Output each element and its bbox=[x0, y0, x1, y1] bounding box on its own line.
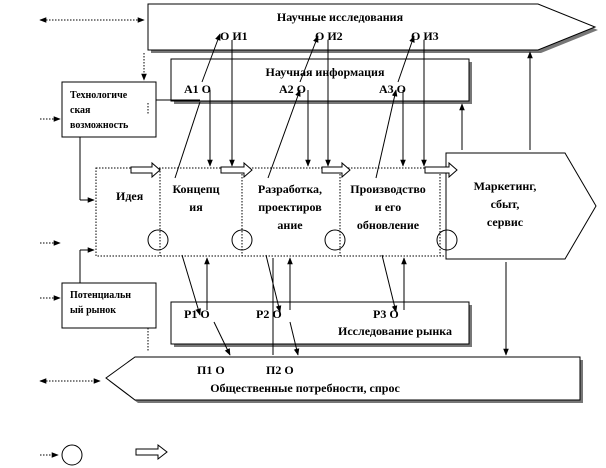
market-code-p2: P2 O bbox=[256, 307, 282, 321]
stage-marketing-1: Маркетинг, bbox=[474, 179, 537, 193]
feedback-circle-3 bbox=[324, 229, 346, 251]
stage-idea: Идея bbox=[116, 189, 144, 203]
feedback-circle-4 bbox=[436, 229, 458, 251]
bottom-band-social-needs: Общественные потребности, спрос bbox=[105, 356, 583, 403]
potential-market-box: Потенциальн ый рынок bbox=[61, 282, 157, 329]
info-code-a3: A3 O bbox=[379, 82, 406, 96]
left-input-arrows bbox=[40, 116, 61, 301]
stage-marketing-2: сбыт, bbox=[491, 197, 520, 211]
market-line-2: ый рынок bbox=[70, 305, 116, 316]
stage-concept-2: ия bbox=[189, 200, 203, 214]
stage-production-1: Производство bbox=[350, 182, 426, 196]
feedback-circle-2 bbox=[231, 229, 253, 251]
market-code-p1: P1 O bbox=[184, 307, 210, 321]
research-code-3: O И3 bbox=[411, 29, 439, 43]
market-line-1: Потенциальн bbox=[70, 290, 131, 301]
tech-line-3: возможность bbox=[70, 120, 129, 131]
flow-arrow-1 bbox=[130, 161, 161, 179]
flow-arrow-2 bbox=[220, 161, 253, 179]
feedback-circles bbox=[147, 229, 458, 251]
stage-production-3: обновление bbox=[357, 218, 420, 232]
info-code-a2: A2 O bbox=[279, 82, 306, 96]
stage-concept-1: Концепц bbox=[172, 182, 219, 196]
tech-line-1: Технологиче bbox=[70, 90, 128, 101]
bottom-band-label: Общественные потребности, спрос bbox=[210, 381, 400, 395]
market-research-box: P1 O P2 O P3 O Исследование рынка bbox=[170, 301, 472, 347]
connections bbox=[79, 33, 533, 356]
legend-flow-arrow bbox=[135, 443, 168, 461]
flow-arrows bbox=[130, 161, 458, 179]
need-code-2: П2 O bbox=[266, 363, 294, 377]
info-code-a1: A1 O bbox=[184, 82, 211, 96]
scientific-information-title: Научная информация bbox=[266, 65, 385, 79]
feedback-circle-1 bbox=[147, 229, 169, 251]
research-code-1: O И1 bbox=[220, 29, 248, 43]
tech-possibility-box: Технологиче ская возможность bbox=[61, 81, 157, 138]
scientific-information-box: Научная информация A1 O A2 O A3 O bbox=[170, 58, 472, 104]
stage-marketing-3: сервис bbox=[487, 215, 524, 229]
top-band-scientific-research: Научные исследования bbox=[147, 3, 598, 53]
need-code-1: П1 O bbox=[197, 363, 225, 377]
tech-line-2: ская bbox=[70, 105, 91, 116]
top-band-label: Научные исследования bbox=[277, 10, 404, 24]
research-code-2: O И2 bbox=[315, 29, 343, 43]
stage-development-3: ание bbox=[277, 218, 303, 232]
flow-arrow-4 bbox=[424, 161, 458, 179]
legend-feedback-circle bbox=[61, 444, 83, 466]
stage-development-2: проектиров bbox=[258, 200, 322, 214]
market-research-title: Исследование рынка bbox=[338, 324, 452, 338]
flow-arrow-3 bbox=[321, 161, 351, 179]
stage-marketing-box: Маркетинг, сбыт, сервис bbox=[445, 152, 597, 260]
stage-development-1: Разработка, bbox=[258, 182, 322, 196]
legend bbox=[40, 443, 168, 466]
stage-production-2: и его bbox=[375, 200, 401, 214]
